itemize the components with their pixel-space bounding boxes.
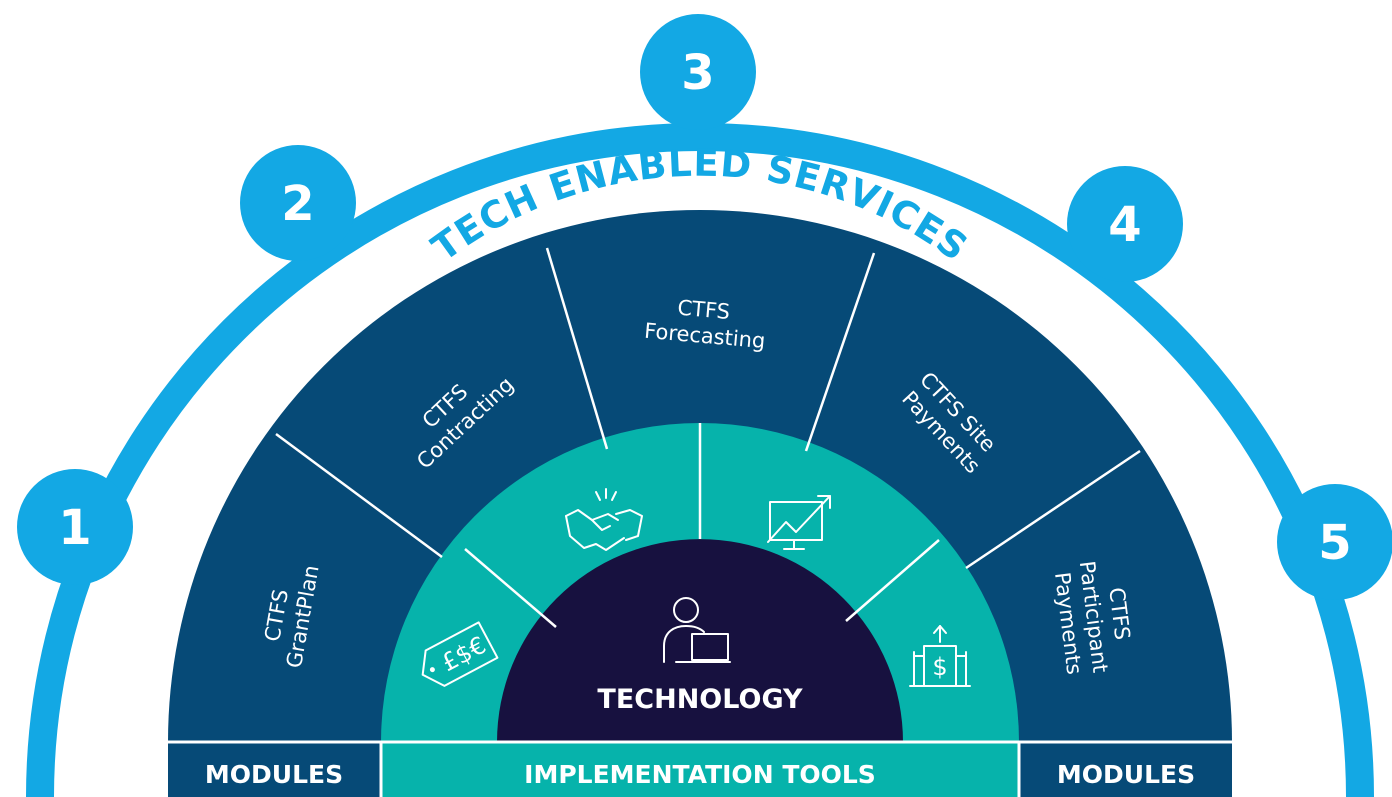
core-label: TECHNOLOGY <box>597 684 803 715</box>
growth-chart-monitor-icon <box>767 495 831 550</box>
step-circle-5: 5 <box>1277 484 1392 600</box>
module-label-forecasting-line-1: CTFS <box>677 296 731 324</box>
step-number-5: 5 <box>1318 515 1351 571</box>
user-laptop-icon <box>663 597 731 663</box>
handshake-icon <box>565 488 643 551</box>
bottom-bar-right-label: MODULES <box>1057 760 1195 789</box>
bank-dollar-icon: $ <box>909 625 971 687</box>
outer-arc <box>26 123 1374 797</box>
step-circle-1: 1 <box>17 469 133 585</box>
bottom-bar-left-label: MODULES <box>205 760 343 789</box>
step-circle-4: 4 <box>1067 166 1183 282</box>
step-number-3: 3 <box>681 45 714 101</box>
bottom-bar-modules-right <box>1019 742 1232 797</box>
step-circle-3: 3 <box>640 14 756 130</box>
bottom-bar-tools <box>381 742 1019 797</box>
tool-dividers <box>464 423 940 628</box>
step-number-1: 1 <box>58 500 91 556</box>
module-dividers <box>275 247 1141 570</box>
step-number-2: 2 <box>281 176 314 232</box>
technology-core <box>497 539 903 742</box>
bottom-bar-center-label: IMPLEMENTATION TOOLS <box>524 760 876 789</box>
svg-text:$: $ <box>932 653 947 681</box>
step-number-4: 4 <box>1108 197 1141 253</box>
bottom-bar-modules-left <box>168 742 381 797</box>
step-circle-2: 2 <box>240 145 356 261</box>
